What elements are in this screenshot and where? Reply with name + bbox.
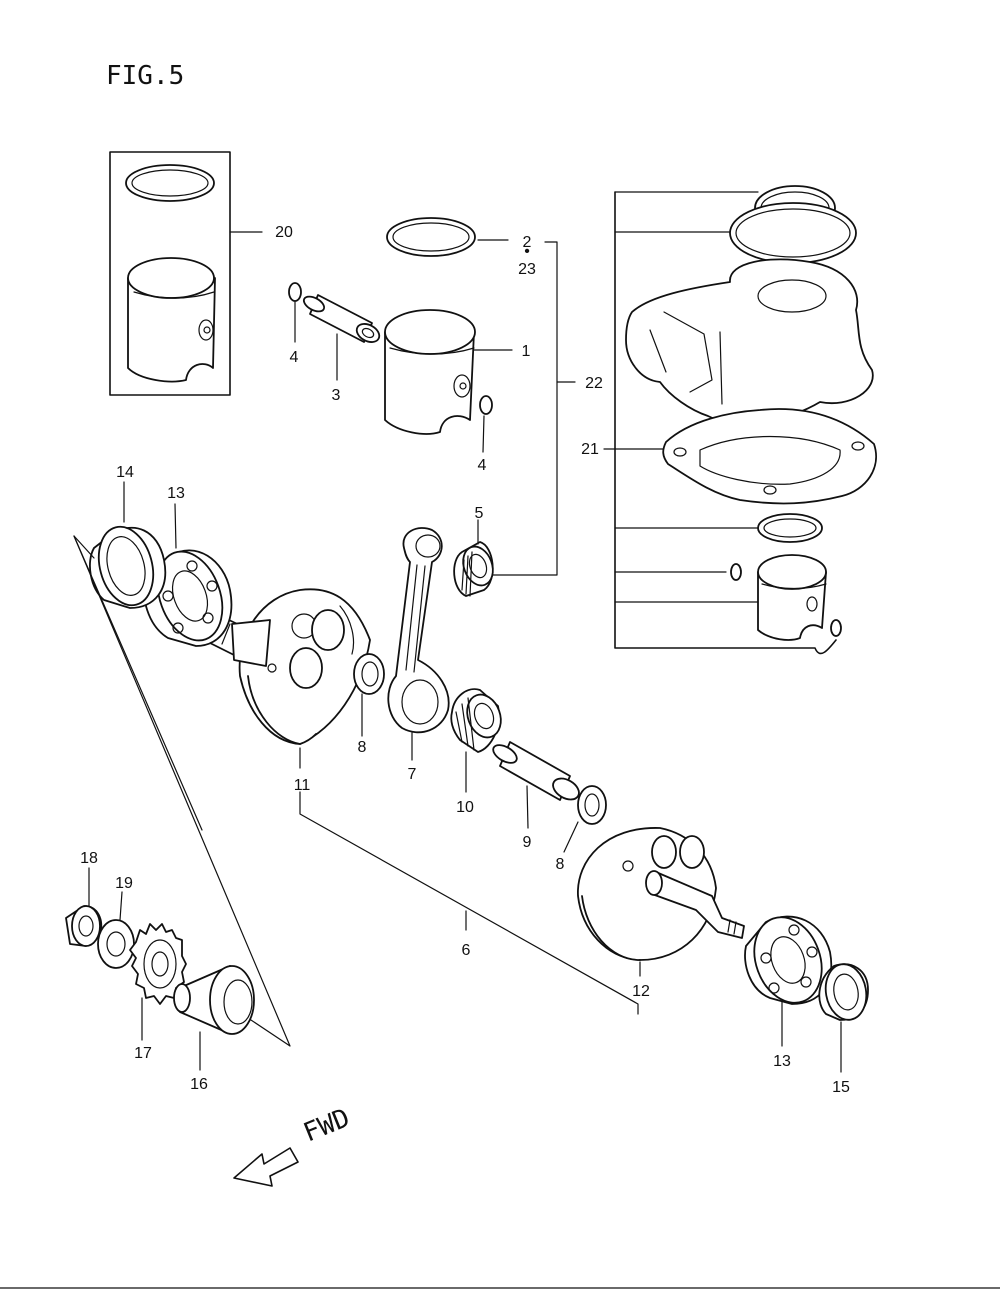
spacer	[173, 965, 255, 1035]
callout-10: 10	[456, 799, 474, 816]
callout-15: 15	[832, 1079, 850, 1096]
sub-assembly-leader-lines	[73, 535, 291, 1047]
forward-arrow-icon	[233, 1147, 299, 1187]
crank-oil-seal-right	[818, 963, 869, 1021]
callout-8-right: 8	[556, 856, 565, 873]
callout-12: 12	[632, 983, 650, 1000]
piston-kit-box	[109, 151, 263, 396]
crank-shaft-right	[645, 870, 745, 939]
piston-pin	[302, 294, 381, 343]
crank-web-right	[577, 827, 717, 961]
cylinder-kit-piston	[757, 554, 827, 641]
callout-4-left: 4	[290, 349, 299, 366]
callout-6: 6	[462, 942, 471, 959]
cylinder	[625, 258, 874, 425]
cylinder-kit-circlip-2	[830, 619, 842, 637]
nut	[65, 905, 103, 947]
callout-13-left: 13	[167, 485, 185, 502]
callout-4-right: 4	[478, 457, 487, 474]
small-end-bearing	[453, 541, 494, 597]
callout-5: 5	[475, 505, 484, 522]
crank-bearing-right	[744, 915, 833, 1005]
bracket-22	[491, 241, 576, 576]
callout-23: 23	[518, 261, 536, 278]
big-end-bearing	[450, 688, 502, 753]
callout-11: 11	[294, 777, 311, 794]
cylinder-kit-box	[603, 191, 837, 655]
crank-sprocket	[129, 923, 187, 1005]
callout-labels: 1 2 • 23 3 4 4 5 6 7 8 8 9 10 11 12 13 1…	[80, 224, 850, 1096]
piston	[384, 309, 476, 435]
crank-oil-seal-left	[89, 525, 167, 609]
callout-8-left: 8	[358, 739, 367, 756]
cylinder-kit-circlip	[730, 563, 742, 581]
cylinder-kit-rings	[729, 185, 857, 264]
callout-22: 22	[585, 375, 603, 392]
piston-ring	[386, 217, 476, 257]
callout-18: 18	[80, 850, 98, 867]
thrust-washer-right	[577, 785, 607, 825]
callout-14: 14	[116, 464, 134, 481]
piston-pin-circlip-left	[288, 282, 302, 302]
callout-1: 1	[522, 343, 531, 360]
callout-19: 19	[115, 875, 133, 892]
thrust-washer-left	[353, 653, 385, 695]
callout-20: 20	[275, 224, 293, 241]
piston-ring-kit-ring	[125, 164, 215, 202]
washer-sprocket	[97, 919, 135, 969]
cylinder-kit-ring-small	[757, 513, 823, 543]
crankshaft-assembly-bracket	[299, 791, 641, 1015]
callout-17: 17	[134, 1045, 152, 1062]
callout-7: 7	[408, 766, 417, 783]
callout-13-right: 13	[773, 1053, 791, 1070]
figure-title: FIG.5	[106, 61, 184, 91]
callout-16: 16	[190, 1076, 208, 1093]
piston-kit-piston	[127, 257, 216, 383]
crank-pin	[492, 741, 580, 801]
callout-9: 9	[523, 834, 532, 851]
callout-3: 3	[332, 387, 341, 404]
callout-21: 21	[581, 441, 599, 458]
callout-dot: •	[524, 243, 530, 260]
forward-label: FWD	[299, 1103, 354, 1148]
base-gasket	[662, 408, 877, 505]
callout-2: 2	[523, 234, 532, 251]
piston-pin-circlip-right	[479, 395, 493, 415]
crank-web-left	[238, 588, 371, 745]
connecting-rod	[387, 527, 450, 734]
forward-direction-indicator: FWD	[233, 1103, 354, 1187]
